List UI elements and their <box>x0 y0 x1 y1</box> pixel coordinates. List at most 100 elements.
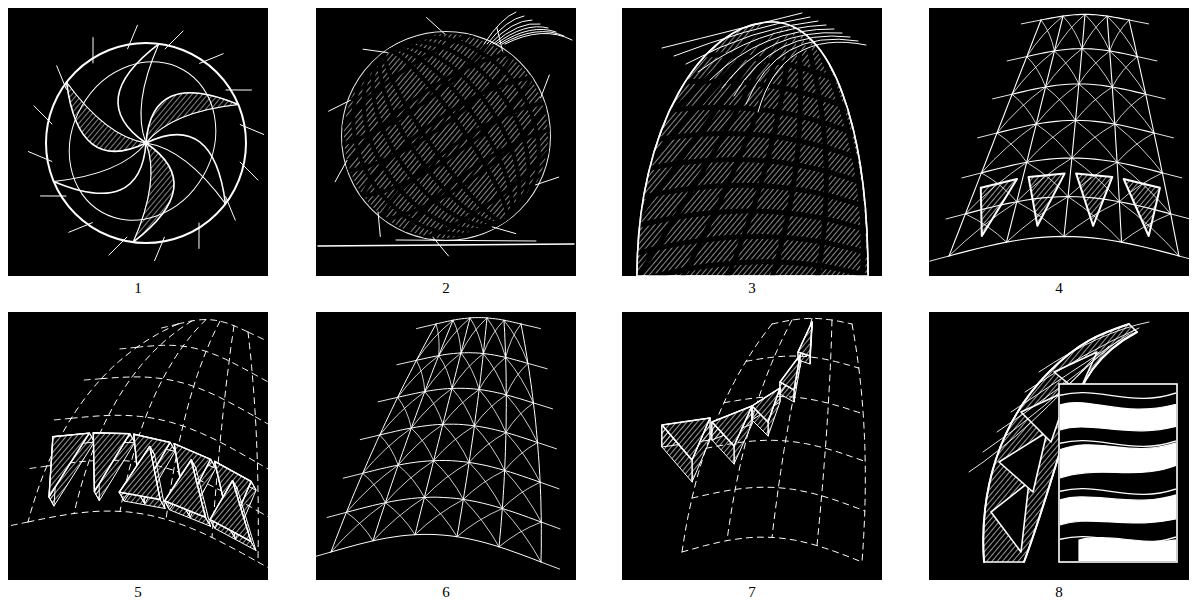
sketch-outline <box>46 43 246 243</box>
sketch-stroke <box>1082 16 1107 49</box>
panel-clip <box>622 13 882 276</box>
sketch-line <box>540 482 559 489</box>
panel-ground <box>622 312 882 580</box>
sketch-line <box>521 324 540 329</box>
sketch-stroke <box>1060 510 1176 518</box>
sketch-line <box>1171 214 1189 219</box>
panel-sketch <box>312 318 560 570</box>
panel-sketch <box>28 25 263 260</box>
sketch-stroke <box>469 433 506 463</box>
sketch-stroke <box>373 497 424 540</box>
sketch-stroke <box>380 435 398 465</box>
sketch-stroke <box>662 418 710 460</box>
panel-ground <box>8 312 268 580</box>
sketch-line <box>492 227 516 234</box>
sketch-stroke <box>502 509 541 562</box>
sketch-stroke <box>452 354 483 389</box>
sketch-stroke <box>1054 14 1085 51</box>
sketch-stroke <box>817 320 832 546</box>
sketch-line <box>155 237 165 260</box>
panel-number: 2 <box>442 278 450 298</box>
sketch-stroke <box>1039 322 1149 372</box>
panel-clip <box>316 8 576 276</box>
sketch-stroke <box>1082 49 1112 87</box>
sketch-meridian <box>316 8 576 271</box>
sketch-stroke <box>504 320 528 363</box>
sketch-stroke <box>712 406 752 446</box>
sketch-line <box>198 223 199 248</box>
sketch-line <box>81 379 101 381</box>
sketch-stroke <box>502 482 540 508</box>
sketch-stroke <box>1025 328 1139 392</box>
sketch-stroke <box>469 462 502 508</box>
sketch-stroke <box>479 390 506 433</box>
panel-clip <box>662 318 865 562</box>
sketch-line <box>946 214 965 219</box>
sketch-stroke <box>798 322 812 356</box>
sketch-stroke <box>662 418 710 460</box>
sketch-stroke <box>798 322 812 356</box>
sketch-stroke <box>1060 390 1176 398</box>
sketch-stroke <box>1060 414 1176 422</box>
sketch-line <box>117 347 137 349</box>
sketch-stroke <box>752 388 780 422</box>
panel-ground <box>929 312 1189 580</box>
sketch-stroke <box>758 42 866 112</box>
sketch-stroke <box>1072 124 1115 158</box>
sketch-line <box>327 512 346 517</box>
sketch-line <box>930 256 949 261</box>
sketch-stroke <box>1085 14 1110 51</box>
sketch-line <box>417 324 436 329</box>
inset-pattern <box>1060 390 1176 561</box>
sketch-stroke <box>436 318 521 324</box>
panel-ground <box>929 8 1189 276</box>
sketch-stroke <box>434 426 475 461</box>
sketch-line <box>335 160 347 181</box>
panel-number: 8 <box>1055 582 1063 602</box>
sketch-stroke <box>416 320 453 360</box>
sketch-stroke <box>734 36 850 96</box>
sketch-stroke <box>1112 57 1137 87</box>
sketch-stroke <box>74 321 192 514</box>
sketch-line <box>1146 94 1165 99</box>
sketch-line <box>343 473 362 478</box>
panel-sketch <box>930 14 1197 261</box>
sketch-stroke <box>425 353 461 392</box>
panel-sketch <box>969 322 1184 564</box>
sketch-stroke <box>119 446 160 499</box>
sketch-line <box>378 397 397 401</box>
sketch-stroke <box>483 320 504 353</box>
sketch-stroke <box>1060 462 1176 470</box>
sketch-line <box>57 66 67 90</box>
sketch-meridian <box>344 21 548 251</box>
sketch-stroke <box>424 462 469 497</box>
sketch-stroke <box>93 433 129 492</box>
sketch-line <box>397 360 417 364</box>
sketch-stroke <box>133 143 174 242</box>
panel-number: 6 <box>442 582 450 602</box>
sketch-stroke <box>1046 87 1076 120</box>
sketch-stroke <box>380 424 538 442</box>
sketch-stroke <box>457 509 502 537</box>
sketch-stroke <box>474 426 504 471</box>
sketch-stroke <box>1060 486 1176 494</box>
sketch-line <box>248 332 266 341</box>
sketch-stroke <box>622 262 882 276</box>
sketch-stroke <box>474 395 506 426</box>
sketch-stroke <box>1046 49 1083 87</box>
sketch-stroke <box>93 433 129 492</box>
sketch-stroke <box>146 93 238 143</box>
sketch-stroke <box>502 32 564 45</box>
sketch-stroke <box>463 499 499 546</box>
sketch-stroke <box>622 159 882 196</box>
sketch-stroke <box>452 388 474 425</box>
sketch-line <box>226 89 251 90</box>
sketch-stroke <box>165 460 206 517</box>
sketch-line <box>240 125 263 135</box>
sketch-line <box>497 27 503 51</box>
sketch-stroke <box>67 82 146 151</box>
sketch-stroke <box>772 318 812 537</box>
sketch-stroke <box>999 432 1047 492</box>
sketch-stroke <box>463 470 504 499</box>
panel-clip <box>28 25 263 260</box>
